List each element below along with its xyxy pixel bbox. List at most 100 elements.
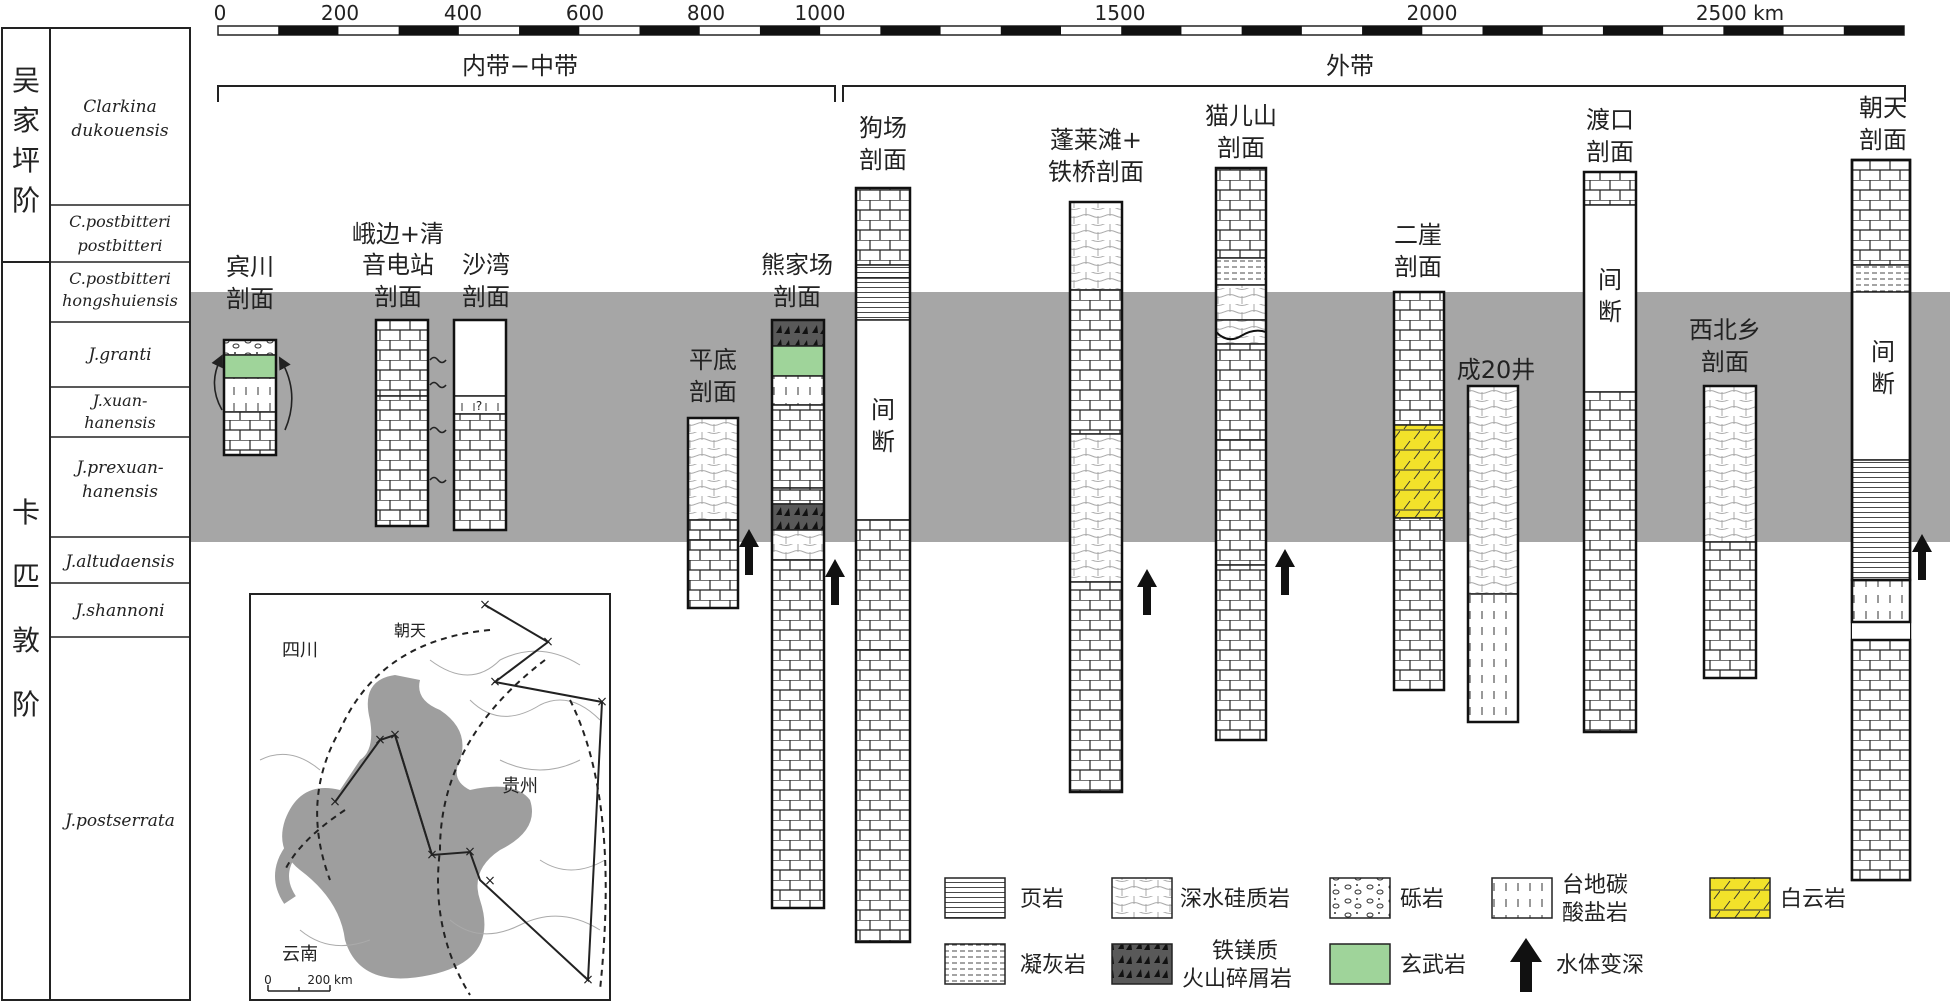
lithology-layer <box>1851 264 1911 293</box>
column-outline <box>1068 200 1124 794</box>
lithology-layer <box>1069 581 1123 793</box>
zone-label: dukouensis <box>71 121 168 141</box>
section-column-pingdi <box>686 416 740 610</box>
map-label-yunnan: 云南 <box>282 944 318 965</box>
legend-label: 砾岩 <box>1400 887 1444 912</box>
deepening-arrow-icon <box>739 529 759 575</box>
section-title-gouchang: 狗场 <box>859 114 907 142</box>
svg-text:×: × <box>484 873 496 889</box>
stage-char: 阶 <box>12 688 40 721</box>
section-title-chaotian: 剖面 <box>1859 126 1907 154</box>
section-title-xibeixiang: 剖面 <box>1701 348 1749 376</box>
column-outline <box>686 416 740 610</box>
lithology-layer <box>1215 167 1267 259</box>
lithology-layer <box>1703 541 1757 679</box>
scale-segment <box>1482 26 1543 35</box>
scale-segment <box>1843 26 1904 35</box>
svg-text:×: × <box>489 674 501 690</box>
lithology-layer <box>855 187 911 266</box>
scale-tick-label: 600 <box>566 1 604 25</box>
legend-label: 玄武岩 <box>1400 953 1466 978</box>
scale-segment <box>880 26 941 35</box>
legend-item-tuff: 凝灰岩 <box>944 943 1086 985</box>
scale-tick-label: 400 <box>444 1 482 25</box>
column-outline <box>1582 170 1638 734</box>
legend-label: 水体变深 <box>1556 953 1644 978</box>
map-scale-label: 200 km <box>307 973 352 987</box>
svg-text:×: × <box>479 597 491 613</box>
stage-char: 阶 <box>12 184 40 217</box>
lithology-layer <box>223 377 277 413</box>
section-title-gouchang: 剖面 <box>859 146 907 174</box>
lithology-layer <box>1851 159 1911 266</box>
legend-item-deepening: 水体变深 <box>1510 938 1644 992</box>
scale-tick-label: 2500 km <box>1696 1 1784 25</box>
lithology-layer <box>687 539 739 609</box>
unconformity-marks <box>429 356 447 484</box>
column-outline <box>222 338 278 457</box>
scale-segment <box>398 26 459 35</box>
lithology-layer <box>453 413 507 531</box>
section-column-shawan <box>452 318 508 532</box>
lithology-layer <box>1215 439 1267 566</box>
section-title-shawan: 沙湾 <box>462 251 510 279</box>
lithology-layer <box>1069 433 1123 583</box>
zone-bracket-inner: 内带−中带 <box>217 52 836 102</box>
legend-label: 凝灰岩 <box>1020 953 1086 978</box>
legend-item-volcaniclastic: 铁镁质 火山碎屑岩 <box>1111 939 1292 992</box>
section-title-cheng20: 成20井 <box>1457 356 1536 384</box>
lithology-layer <box>1393 424 1445 519</box>
lithology-layer <box>1215 343 1267 441</box>
zone-label: hanensis <box>82 482 158 502</box>
section-column-binchuan <box>222 338 278 457</box>
section-title-ebian: 峨边+清 <box>352 220 444 248</box>
scale-segment <box>519 26 580 35</box>
lithology-layer <box>771 529 825 561</box>
column-outline <box>452 318 508 532</box>
legend-label: 铁镁质 <box>1212 939 1278 964</box>
legend-item-siliceous: 深水硅质岩 <box>1111 877 1290 919</box>
lithology-layer <box>1467 385 1519 595</box>
section-title-erya: 二崖 <box>1394 221 1442 249</box>
section-title-xibeixiang: 西北乡 <box>1689 316 1761 344</box>
section-title-erya: 剖面 <box>1394 253 1442 281</box>
section-column-penglaitan <box>1068 200 1124 794</box>
lithology-layer <box>223 339 277 356</box>
lithology-layer <box>223 411 277 456</box>
scale-segment <box>1241 26 1302 35</box>
legend-label: 白云岩 <box>1780 887 1846 912</box>
lithology-layer <box>771 404 825 489</box>
lithology-layer <box>771 487 825 505</box>
map-label-chaotian: 朝天 <box>394 621 426 640</box>
zone-label: J.granti <box>85 345 151 365</box>
svg-text:×: × <box>582 972 594 988</box>
deepening-arrow-icon <box>825 559 845 605</box>
lithology-layer <box>1850 638 1912 882</box>
deepening-arrow-icon <box>1137 569 1157 615</box>
section-title-penglaitan: 蓬莱滩+ <box>1050 126 1142 154</box>
lithology-layer <box>1851 459 1911 581</box>
stage-char: 吴 <box>12 64 40 97</box>
scale-tick-label: 800 <box>687 1 725 25</box>
section-title-shawan: 剖面 <box>462 283 510 311</box>
zone-label: hanensis <box>84 413 155 432</box>
section-column-cheng20 <box>1466 384 1520 724</box>
section-title-dukou: 渡口 <box>1586 106 1634 134</box>
section-title-xiongjiachang: 剖面 <box>773 283 821 311</box>
zone-bracket-outer: 外带 <box>842 52 1906 102</box>
section-column-gouchang <box>854 186 912 944</box>
section-column-xibeixiang <box>1702 384 1758 680</box>
legend-item-conglomerate: 砾岩 <box>1329 877 1444 919</box>
map-label-guizhou: 贵州 <box>502 776 538 797</box>
gap-label: 断 <box>1598 298 1622 326</box>
column-outline <box>1214 166 1268 742</box>
legend-label: 深水硅质岩 <box>1180 887 1290 912</box>
scale-tick-label: 1000 <box>795 1 846 25</box>
scale-segment <box>1723 26 1784 35</box>
zone-label: C.postbitteri <box>69 269 171 288</box>
lithology-layer <box>771 559 825 909</box>
scale-segment <box>278 26 339 35</box>
lithology-layer <box>453 319 507 397</box>
lithology-layer <box>1583 171 1637 206</box>
